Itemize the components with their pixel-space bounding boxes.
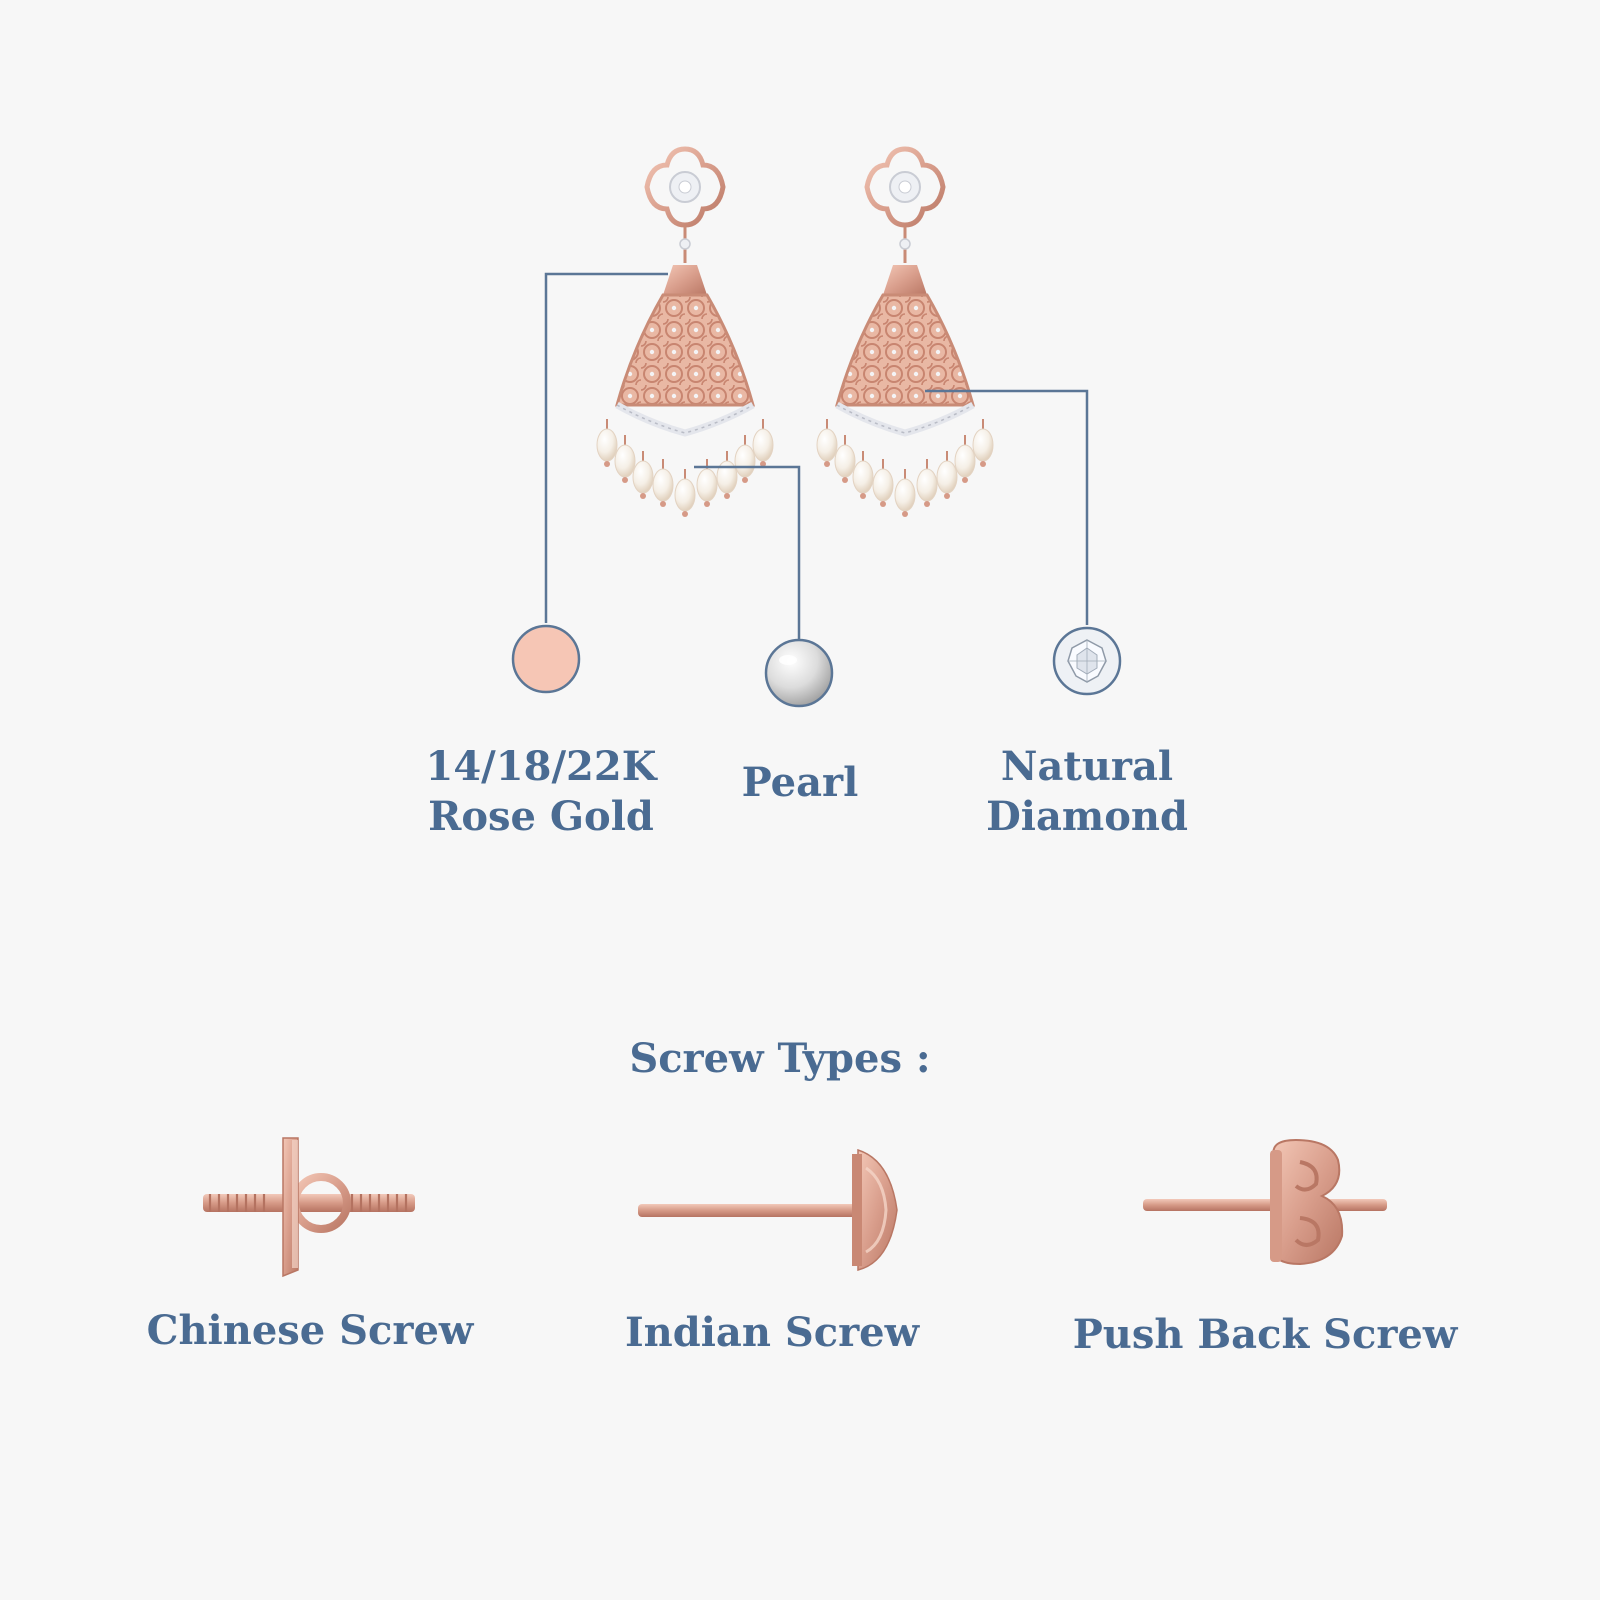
indian-screw-label: Indian Screw <box>624 1309 920 1356</box>
pearl-icon <box>764 638 834 708</box>
connector-pearl <box>694 465 801 642</box>
push-back-screw-label: Push Back Screw <box>1072 1311 1458 1358</box>
material-label-diamond: Natural Diamond <box>962 742 1212 842</box>
chinese-screw-label: Chinese Screw <box>146 1307 474 1354</box>
push-back-screw-icon <box>1143 1138 1387 1266</box>
rose-gold-label-line-2: Rose Gold <box>428 793 654 840</box>
earring-right-image <box>817 149 993 517</box>
connector-lines <box>544 272 1089 642</box>
indian-screw-icon <box>638 1148 898 1271</box>
chinese-screw-icon <box>203 1137 415 1278</box>
connector-rose-gold <box>544 272 668 623</box>
pearl-label-line-1: Pearl <box>741 759 859 806</box>
material-label-rose-gold: 14/18/22K Rose Gold <box>416 742 666 842</box>
connector-diamond <box>925 389 1089 625</box>
diamond-icon <box>1052 626 1122 696</box>
diamond-label-line-2: Diamond <box>986 793 1188 840</box>
earring-left-image <box>597 149 773 517</box>
screw-types-title: Screw Types : <box>629 1035 931 1082</box>
diamond-label-line-1: Natural <box>1000 743 1174 790</box>
rose-gold-swatch-icon <box>511 624 581 694</box>
rose-gold-label-line-1: 14/18/22K <box>425 743 657 790</box>
material-label-pearl: Pearl <box>700 758 900 808</box>
